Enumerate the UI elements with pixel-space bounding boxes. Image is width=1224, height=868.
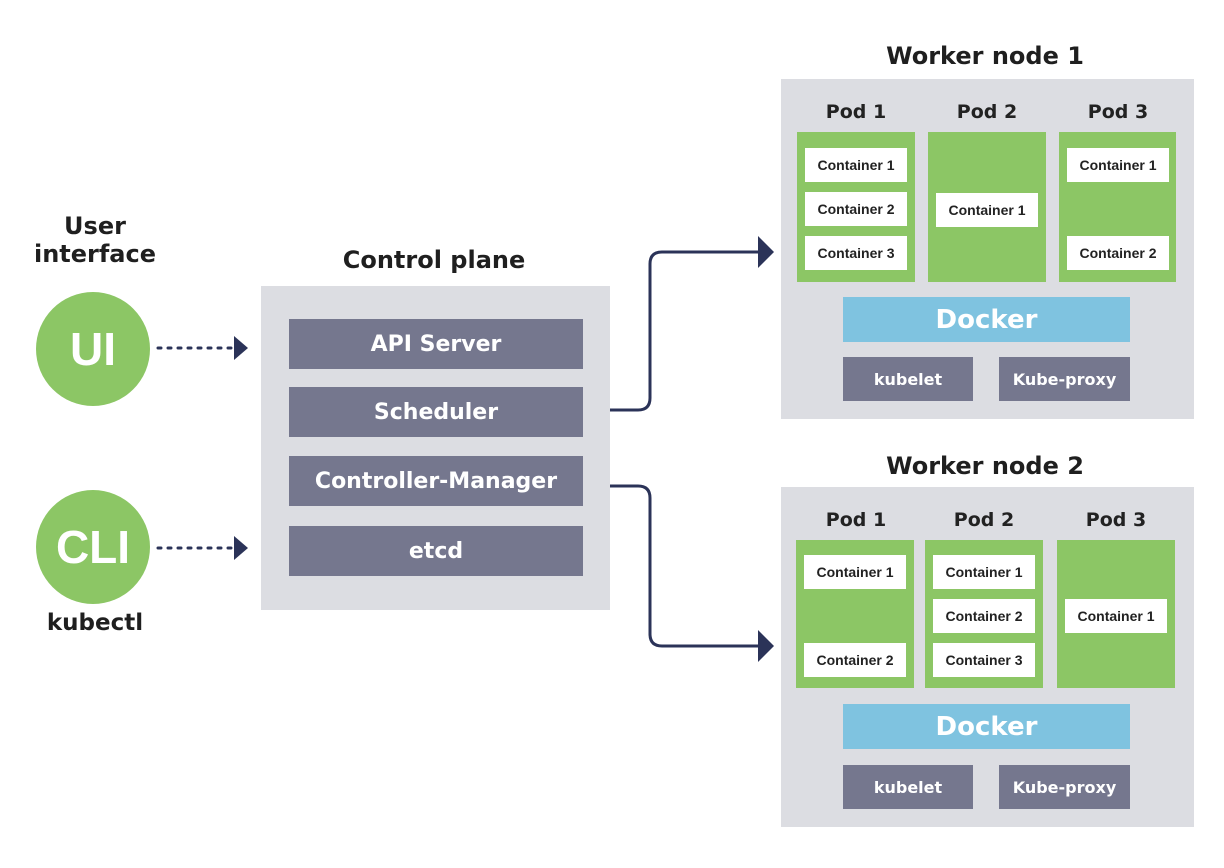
node2-pod3-container1[interactable]: Container 1 (1065, 599, 1167, 633)
cli-circle[interactable]: CLI (36, 490, 150, 604)
node1-kubelet[interactable]: kubelet (843, 357, 973, 401)
node1-pod1-container2[interactable]: Container 2 (805, 192, 907, 226)
node1-pod1-label: Pod 1 (825, 101, 887, 123)
ui-arrowhead (234, 336, 248, 360)
node1-pod1-container1[interactable]: Container 1 (805, 148, 907, 182)
node2-kubelet[interactable]: kubelet (843, 765, 973, 809)
node2-pod2-container2[interactable]: Container 2 (933, 599, 1035, 633)
node2-pod2-container1[interactable]: Container 1 (933, 555, 1035, 589)
node1-pod3-label: Pod 3 (1087, 101, 1149, 123)
node1-docker-bar[interactable]: Docker (843, 297, 1130, 342)
user-interface-title: User interface (33, 212, 157, 268)
api-server-block[interactable]: API Server (289, 319, 583, 369)
kubectl-caption: kubectl (46, 610, 144, 636)
node2-pod3-label: Pod 3 (1085, 509, 1147, 531)
node1-pod2-label: Pod 2 (956, 101, 1018, 123)
node1-pod2-container1[interactable]: Container 1 (936, 193, 1038, 227)
node1-arrowhead (758, 236, 774, 268)
node1-pod3-container2[interactable]: Container 2 (1067, 236, 1169, 270)
node2-docker-bar[interactable]: Docker (843, 704, 1130, 749)
node2-pod1-label: Pod 1 (825, 509, 887, 531)
worker-node-2-title: Worker node 2 (886, 452, 1084, 480)
cli-arrowhead (234, 536, 248, 560)
node2-pod1-container1[interactable]: Container 1 (804, 555, 906, 589)
node1-pod1-container3[interactable]: Container 3 (805, 236, 907, 270)
node2-arrowhead (758, 630, 774, 662)
node1-pod3-container1[interactable]: Container 1 (1067, 148, 1169, 182)
scheduler-to-node1-connector (609, 250, 760, 412)
scheduler-block[interactable]: Scheduler (289, 387, 583, 437)
control-plane-title: Control plane (342, 246, 526, 274)
node2-pod2-label: Pod 2 (953, 509, 1015, 531)
node2-kube-proxy[interactable]: Kube-proxy (999, 765, 1130, 809)
worker-node-1-title: Worker node 1 (886, 42, 1084, 70)
ui-circle[interactable]: UI (36, 292, 150, 406)
node2-pod2-container3[interactable]: Container 3 (933, 643, 1035, 677)
etcd-block[interactable]: etcd (289, 526, 583, 576)
node2-pod1-container2[interactable]: Container 2 (804, 643, 906, 677)
node1-kube-proxy[interactable]: Kube-proxy (999, 357, 1130, 401)
controller-manager-block[interactable]: Controller-Manager (289, 456, 583, 506)
controller-to-node2-connector (609, 484, 760, 648)
